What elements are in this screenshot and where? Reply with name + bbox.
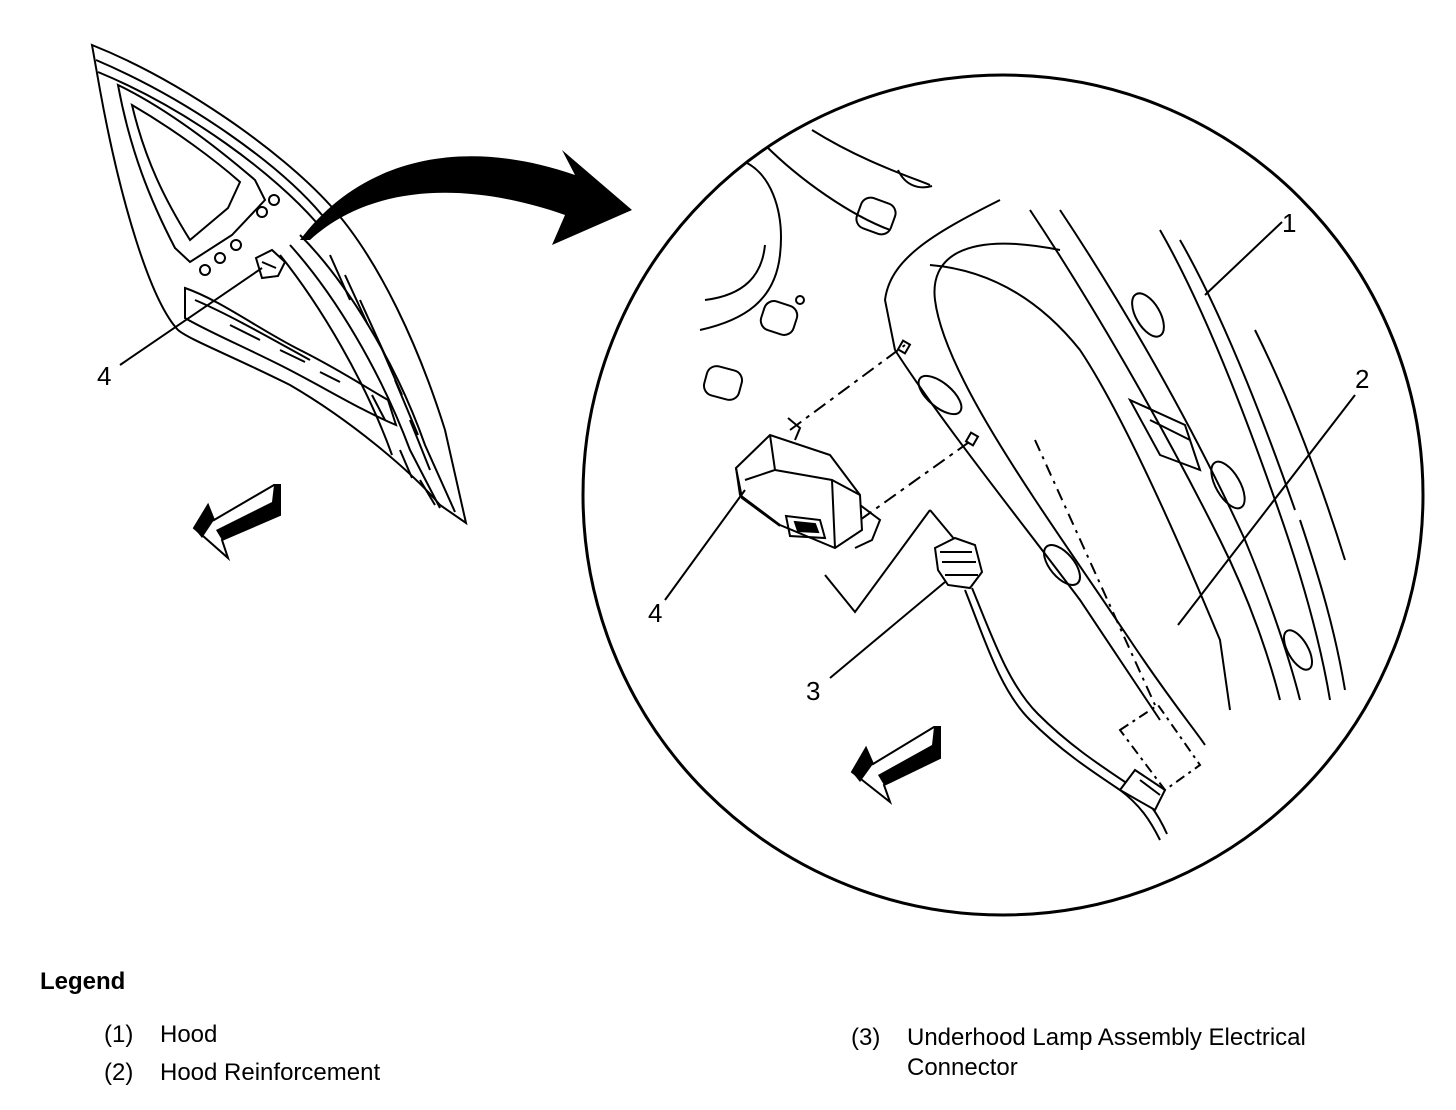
legend-item-lamp-connector: (3) Underhood Lamp Assembly Electrical Co… [851, 1023, 1407, 1083]
hood-lamp-diagram: 4 [90, 43, 1425, 917]
callout-4-detail: 4 [648, 598, 662, 628]
front-arrow-overview-icon [192, 484, 281, 562]
legend-item-text: Hood Reinforcement [160, 1059, 381, 1086]
legend-title: Legend [40, 968, 126, 995]
callout-1-leader [1204, 221, 1283, 296]
legend-item-text: Hood [160, 1021, 218, 1048]
legend-item-number: (1) [104, 1021, 134, 1048]
legend-item-hood-reinforcement: (2) Hood Reinforcement [104, 1058, 380, 1088]
hood-overview [90, 43, 468, 526]
callout-3: 3 [806, 676, 820, 706]
detail-view-circle [581, 73, 1425, 917]
legend-item-text: Underhood Lamp Assembly Electrical Conne… [907, 1024, 1306, 1081]
callout-2: 2 [1355, 364, 1369, 394]
legend-item-number: (2) [104, 1059, 134, 1086]
underhood-lamp-assembly [734, 417, 882, 550]
callout-2-leader [1177, 394, 1356, 626]
callout-4-detail-leader [664, 489, 746, 601]
legend-item-number: (3) [851, 1024, 881, 1051]
lamp-electrical-connector [933, 536, 1168, 841]
callout-4-overview: 4 [97, 361, 111, 391]
callout-3-leader [829, 581, 946, 679]
callout-1: 1 [1282, 208, 1296, 238]
detail-view-art [699, 129, 1346, 792]
callout-4-overview-leader [119, 267, 263, 366]
legend-item-hood: (1) Hood [104, 1020, 217, 1050]
front-arrow-detail-icon [850, 726, 941, 805]
curved-zoom-arrow-icon [300, 150, 632, 245]
